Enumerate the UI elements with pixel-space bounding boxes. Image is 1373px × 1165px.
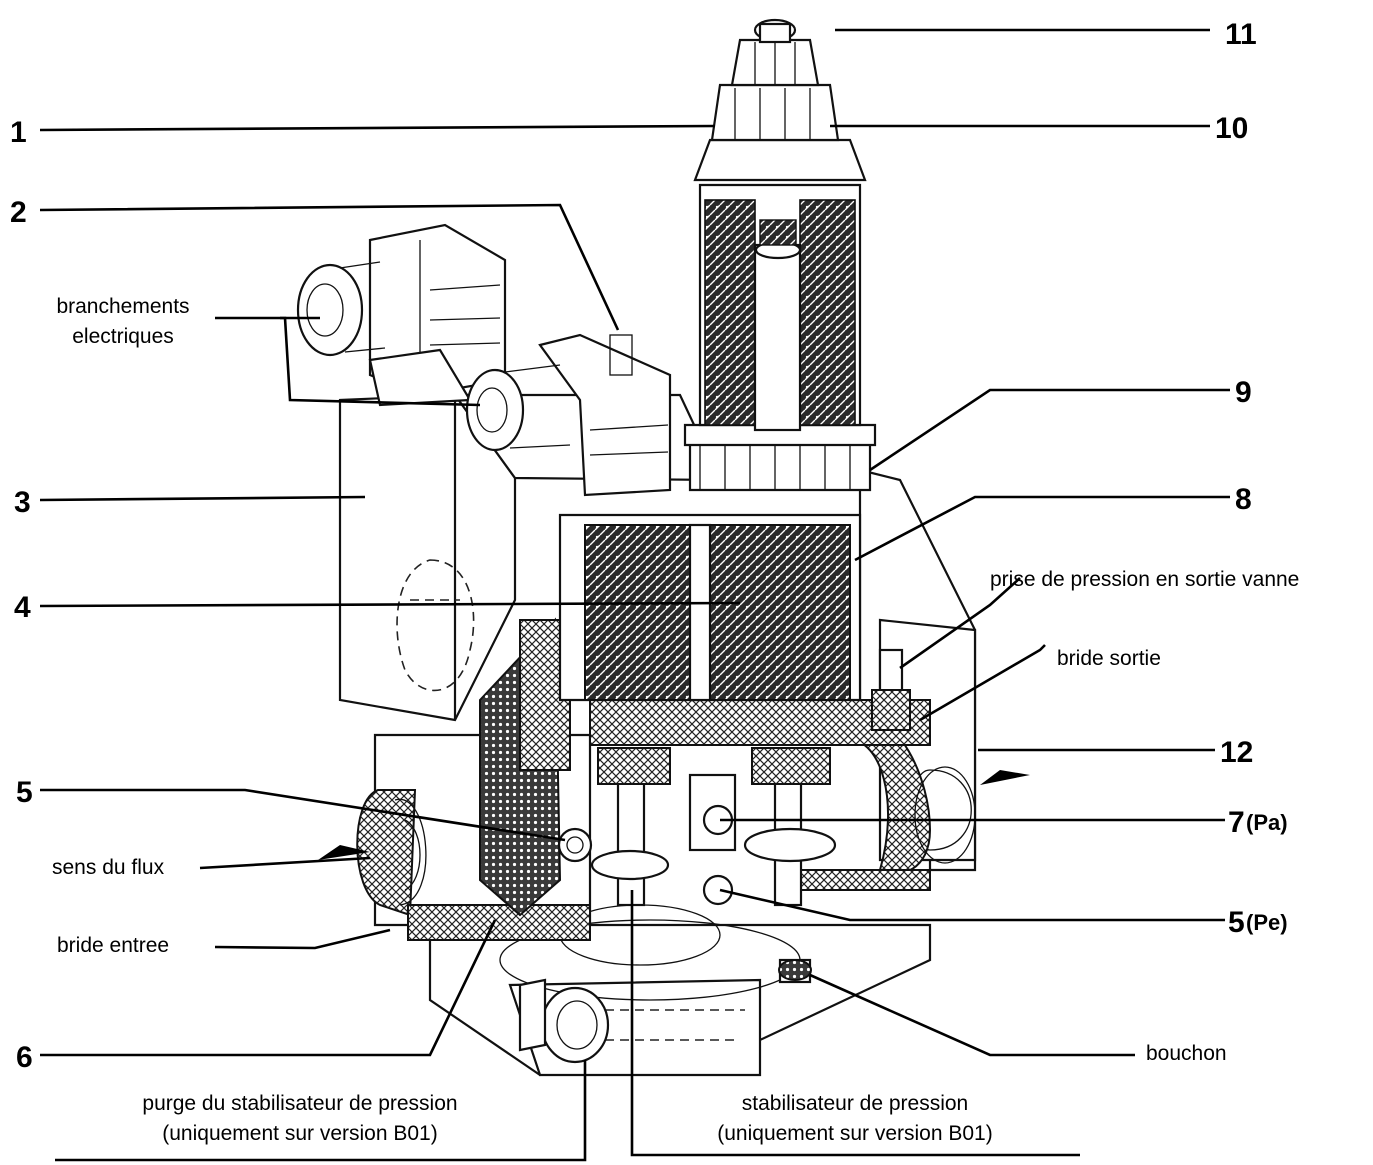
callout-5: 5 xyxy=(16,776,33,809)
purge-screw xyxy=(518,978,610,1064)
callout-11: 11 xyxy=(1225,18,1257,51)
callout-5-pe-suffix: (Pe) xyxy=(1246,910,1288,935)
callout-7-suffix: (Pa) xyxy=(1246,810,1288,835)
callout-numbers: 11 10 1 2 3 9 8 4 12 5 7 (Pa) 5 (Pe) 6 xyxy=(10,18,1288,1074)
plug xyxy=(778,958,812,984)
valve-illustration xyxy=(296,18,1030,1077)
label-bride-sortie: bride sortie xyxy=(1057,647,1161,670)
callout-8: 8 xyxy=(1235,483,1252,516)
label-prise-de-pression: prise de pression en sortie vanne xyxy=(990,568,1299,591)
label-bouchon: bouchon xyxy=(1146,1042,1227,1065)
inlet-flange xyxy=(356,617,593,941)
pressure-tap xyxy=(871,648,911,731)
leader-lines xyxy=(39,28,1230,1162)
text-labels: branchements electriques prise de pressi… xyxy=(52,295,1299,1145)
callout-3: 3 xyxy=(14,486,31,519)
label-stabilisateur-line2: (uniquement sur version B01) xyxy=(717,1122,992,1145)
label-stabilisateur-line1: stabilisateur de pression xyxy=(742,1092,968,1115)
flow-arrows xyxy=(318,766,1030,864)
callout-5-pe: 5 xyxy=(1228,906,1245,939)
label-purge-line1: purge du stabilisateur de pression xyxy=(142,1092,457,1115)
callout-9: 9 xyxy=(1235,376,1252,409)
solenoid-coils xyxy=(558,513,862,702)
label-electriques: electriques xyxy=(72,325,174,348)
callout-7: 7 xyxy=(1228,806,1245,839)
outlet-flange xyxy=(589,699,932,891)
callout-10: 10 xyxy=(1215,112,1248,145)
electrical-connectors xyxy=(296,223,672,497)
label-bride-entree: bride entree xyxy=(57,934,169,957)
label-sens-du-flux: sens du flux xyxy=(52,856,165,879)
callout-1: 1 xyxy=(10,116,27,149)
label-purge-line2: (uniquement sur version B01) xyxy=(162,1122,437,1145)
valve-stems xyxy=(590,747,837,907)
callout-12: 12 xyxy=(1220,736,1253,769)
callout-2: 2 xyxy=(10,196,27,229)
callout-4: 4 xyxy=(14,591,31,624)
regulator-column xyxy=(683,18,877,492)
label-branchements: branchements xyxy=(56,295,189,318)
callout-6: 6 xyxy=(16,1041,33,1074)
